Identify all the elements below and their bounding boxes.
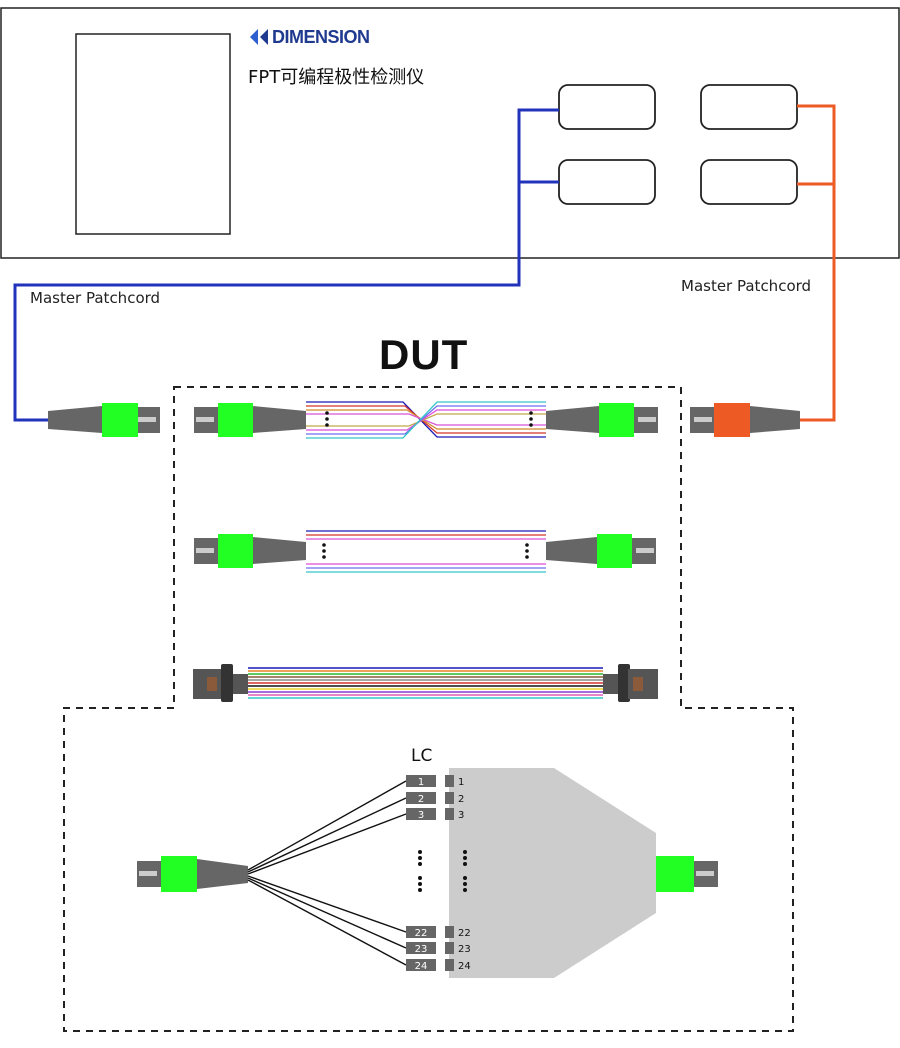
fiber-number-left: 2 <box>418 794 424 805</box>
crossover-fibers <box>306 401 546 439</box>
fiber-number-right: 1 <box>458 777 464 788</box>
fiber-number-right: 23 <box>458 944 471 955</box>
fiber-number-right: 3 <box>458 810 464 821</box>
dut-crossover-trunk <box>194 401 658 439</box>
fiber-number-left: 3 <box>418 810 424 821</box>
left-patchcord-label: Master Patchcord <box>30 289 161 307</box>
left-patchcord-connector <box>48 403 160 437</box>
fiber-number-right: 22 <box>458 928 471 939</box>
orange-master-patchcord <box>797 104 836 422</box>
fiber-number-left: 22 <box>415 928 428 939</box>
dut-boundary <box>63 386 794 1032</box>
fiber-number-left: 1 <box>418 777 424 788</box>
fiber-number-right: 2 <box>458 794 464 805</box>
fiber-number-right: 24 <box>458 961 471 972</box>
port-bottom-left <box>558 159 656 205</box>
right-patchcord-label: Master Patchcord <box>681 277 812 295</box>
port-top-right <box>700 84 798 130</box>
instrument-screen <box>75 33 231 235</box>
dimension-logo-icon <box>250 29 268 45</box>
ellipsis-icon <box>322 543 529 559</box>
device-name: FPT可编程极性检测仪 <box>248 67 425 88</box>
blue-master-patchcord <box>13 108 559 422</box>
fanout-fibers <box>247 780 407 966</box>
ellipsis-icon <box>325 411 533 427</box>
ribbon-fibers <box>248 667 603 699</box>
lc-label: LC <box>411 746 433 766</box>
brand-name: DIMENSION <box>272 27 370 47</box>
dut-straight-trunk <box>194 530 656 573</box>
port-top-left <box>558 84 656 130</box>
ellipsis-icon <box>418 850 467 892</box>
straight-fibers <box>306 530 546 573</box>
dut-title: DUT <box>379 331 469 378</box>
lc-connector-left <box>406 775 436 971</box>
fiber-number-left: 24 <box>415 961 428 972</box>
dut-ribbon-cable <box>193 664 658 702</box>
fiber-number-left: 23 <box>415 944 428 955</box>
lc-connector-right <box>445 775 454 971</box>
right-patchcord-connector <box>690 403 800 437</box>
fanout-housing <box>449 768 656 978</box>
port-bottom-right <box>700 159 798 205</box>
